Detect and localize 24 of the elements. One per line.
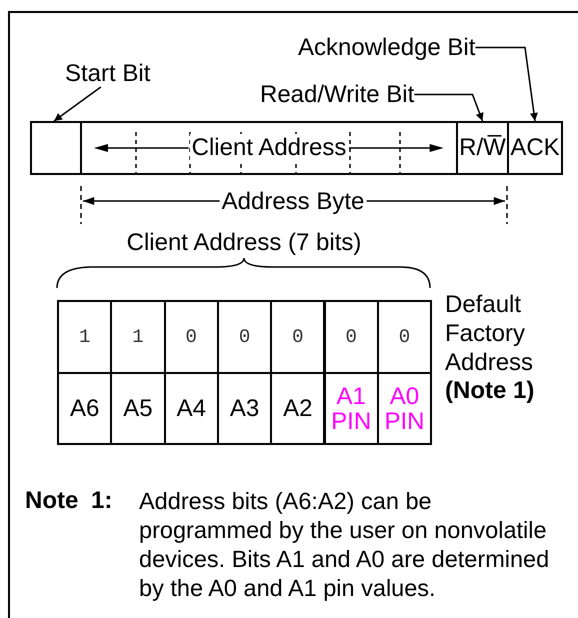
note-number: Note 1: [25,487,112,514]
note-text: Address bits (A6:A2) can be programmed by the user on nonvolatile devices. Bits A1 and A0 are determined by the A0 and A1 pin values. [139,487,550,603]
acknowledge-bit-field: ACK [507,121,563,175]
note-reference: (Note 1) [445,377,534,404]
bit-value-cell: 0 [270,300,326,374]
bit-name-cell: A6 [57,372,112,445]
leader-arrow [54,86,102,122]
field-label: Client Address [190,134,348,162]
bit-name-cell: A2 [270,372,326,445]
leader-arrow [414,94,484,122]
callout-label: Read/Write Bit [260,81,414,108]
callout-label: Acknowledge Bit [298,34,476,61]
brace-label: Client Address (7 bits) [126,229,362,256]
side-note: Default Factory Address [445,290,534,377]
client-address-field [80,121,458,175]
bit-value-cell: 1 [57,300,112,374]
bit-value-cell: 0 [324,300,379,374]
bit-name-cell: A1 PIN [324,372,379,445]
callout-label: Start Bit [65,60,150,87]
bit-value-cell: 0 [376,300,432,374]
bit-name-cell: A0 PIN [376,372,432,445]
read-write-bit-field: R/W̅ [456,121,509,175]
start-bit-field [30,121,82,175]
leader-arrow [475,46,538,122]
